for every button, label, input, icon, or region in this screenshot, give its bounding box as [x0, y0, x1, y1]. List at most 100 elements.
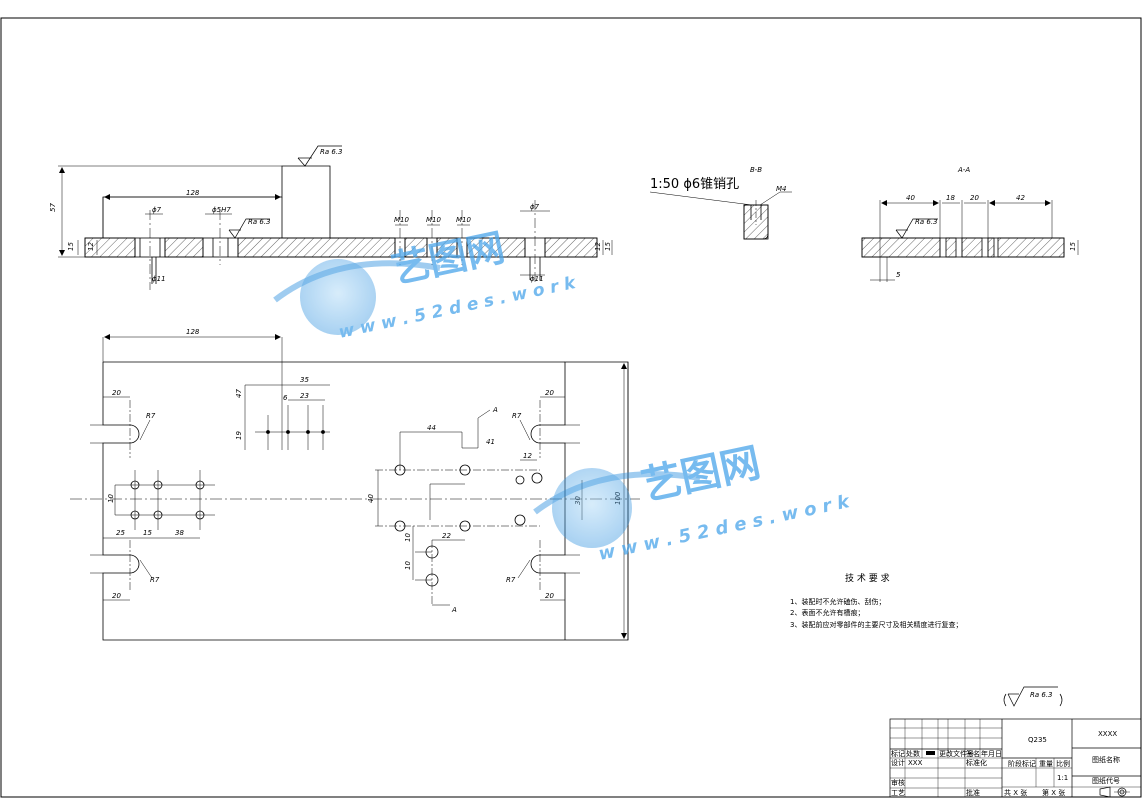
- tech-requirements: 技 术 要 求 1、装配时不允许磕伤、刮伤； 2、表面不允许有槽痕； 3、装配前…: [790, 572, 962, 629]
- tb-designer: XXX: [908, 759, 923, 767]
- tb-change-doc: 更改文件号: [939, 749, 974, 758]
- taper-pin-note: 1:50 ϕ6锥销孔: [650, 177, 739, 192]
- tb-design: 设计: [891, 758, 905, 767]
- dim-m10-b: M10: [426, 216, 441, 224]
- tb-mark: 标记: [891, 749, 905, 758]
- tb-scale-label: 比例: [1056, 759, 1070, 768]
- dim-57: 57: [49, 203, 57, 212]
- roughness-global-label: Ra 6.3: [1030, 691, 1053, 699]
- dim-25: 25: [116, 529, 125, 537]
- dim-47: 47: [235, 389, 243, 398]
- dim-r7-br: R7: [506, 576, 516, 584]
- dim-12-right: 12: [594, 242, 602, 251]
- section-mark-a-bottom: A: [451, 606, 457, 614]
- dim-phi5h7: ϕ5H7: [212, 206, 231, 214]
- tb-stage-mark: 阶段标记: [1008, 759, 1036, 768]
- dim-10-plan: 10: [107, 494, 115, 503]
- dim-44: 44: [427, 424, 436, 432]
- dim-38: 38: [175, 529, 184, 537]
- dim-12-left: 12: [87, 242, 95, 251]
- watermark-mid: 艺图网 w w w . 5 2 d e s . w o r k: [533, 440, 853, 565]
- dim-41: 41: [486, 438, 495, 446]
- tb-process: 工艺: [891, 789, 905, 797]
- tech-item: 1、装配时不允许磕伤、刮伤；: [790, 597, 885, 606]
- dim-m10-a: M10: [394, 216, 409, 224]
- tb-company: XXXX: [1098, 730, 1117, 738]
- dim-aa-18: 18: [946, 194, 955, 202]
- dim-15-plan: 15: [143, 529, 152, 537]
- tb-count: 处数: [906, 749, 920, 758]
- globe-icon: [552, 468, 632, 548]
- dim-40-plan: 40: [367, 494, 375, 503]
- dim-r7-bl: R7: [150, 576, 160, 584]
- section-aa-title: A-A: [957, 166, 970, 174]
- front-view-labels: Ra 6.3 Ra 6.3 57 128 15 12 ϕ7 ϕ5H7 ϕ11 M…: [49, 148, 612, 283]
- dim-aa-20: 20: [970, 194, 979, 202]
- dim-phi11-left: ϕ11: [152, 275, 166, 283]
- section-bb: [649, 191, 792, 240]
- title-black-mark: [926, 751, 935, 755]
- dim-128-front: 128: [186, 189, 200, 197]
- plan-view-labels: 128 20 47 35 23 6 19 R7 44 41 20 R7 12 3…: [107, 328, 622, 614]
- section-mark-a-top: A: [492, 406, 498, 414]
- dim-20-br: 20: [545, 592, 554, 600]
- title-block: [889, 718, 1142, 798]
- tb-sheets-total: 共 X 张: [1004, 788, 1027, 797]
- tb-scale-value: 1:1: [1057, 774, 1068, 782]
- dim-12-plan: 12: [523, 452, 532, 460]
- front-view: [58, 145, 613, 290]
- roughness-small-label: Ra 6.3: [248, 218, 271, 226]
- dim-15-right: 15: [604, 242, 612, 251]
- tb-drawing-name: 图纸名称: [1092, 755, 1120, 764]
- tb-approve: 批准: [966, 788, 980, 797]
- globe-icon: [300, 259, 376, 335]
- dim-phi11-right: ϕ11: [530, 275, 544, 283]
- dim-aa-15: 15: [1069, 242, 1077, 251]
- dim-19: 19: [235, 431, 243, 440]
- dim-r7-tr: R7: [512, 412, 522, 420]
- tb-sheet-no: 第 X 张: [1042, 788, 1065, 797]
- tb-drawing-code: 图纸代号: [1092, 776, 1120, 785]
- dim-22: 22: [442, 532, 451, 540]
- dim-20-tl: 20: [112, 389, 121, 397]
- dim-m4: M4: [776, 185, 787, 193]
- tb-review: 审核: [891, 778, 905, 787]
- dim-20-tr: 20: [545, 389, 554, 397]
- title-block-text: Q235 XXXX 图纸名称 图纸代号 阶段标记 重量 比例 1:1 标记 处数…: [891, 730, 1120, 797]
- tb-standardize: 标准化: [966, 758, 987, 767]
- dim-35: 35: [300, 376, 309, 384]
- dim-20-bl: 20: [112, 592, 121, 600]
- dim-r7-tl: R7: [146, 412, 156, 420]
- roughness-top-label: Ra 6.3: [320, 148, 343, 156]
- dim-15-left: 15: [67, 242, 75, 251]
- dim-phi7-left: ϕ7: [152, 206, 162, 214]
- tb-weight: 重量: [1039, 760, 1053, 768]
- tb-date: 年月日: [981, 749, 1002, 758]
- tech-title: 技 术 要 求: [845, 572, 890, 584]
- section-aa-labels: A-A Ra 6.3 40 18 20 42 15 5: [896, 166, 1077, 279]
- dim-aa-5: 5: [896, 271, 901, 279]
- tech-item: 2、表面不允许有槽痕；: [790, 608, 864, 617]
- dim-23: 23: [300, 392, 309, 400]
- dim-phi7-right: ϕ7: [530, 203, 540, 211]
- watermark-brand: 艺图网: [388, 225, 509, 292]
- roughness-aa-label: Ra 6.3: [915, 218, 938, 226]
- section-bb-title: B-B: [750, 166, 762, 174]
- dim-10-a: 10: [404, 533, 412, 542]
- tb-signature: 签名: [966, 749, 980, 758]
- plan-view: [70, 334, 640, 641]
- watermark-brand: 艺图网: [638, 440, 765, 510]
- dim-6: 6: [283, 394, 288, 402]
- tb-material: Q235: [1028, 736, 1047, 744]
- tech-item: 3、装配前应对零部件的主要尺寸及相关精度进行复查；: [790, 620, 962, 629]
- watermark-url: w w w . 5 2 d e s . w o r k: [597, 491, 853, 565]
- dim-128-plan: 128: [186, 328, 200, 336]
- global-roughness: [1003, 686, 1063, 707]
- dim-aa-40: 40: [906, 194, 915, 202]
- sheet-border: [0, 17, 1142, 798]
- dim-m10-c: M10: [456, 216, 471, 224]
- section-aa: [861, 200, 1079, 282]
- dim-aa-42: 42: [1016, 194, 1025, 202]
- dim-10-b: 10: [404, 561, 412, 570]
